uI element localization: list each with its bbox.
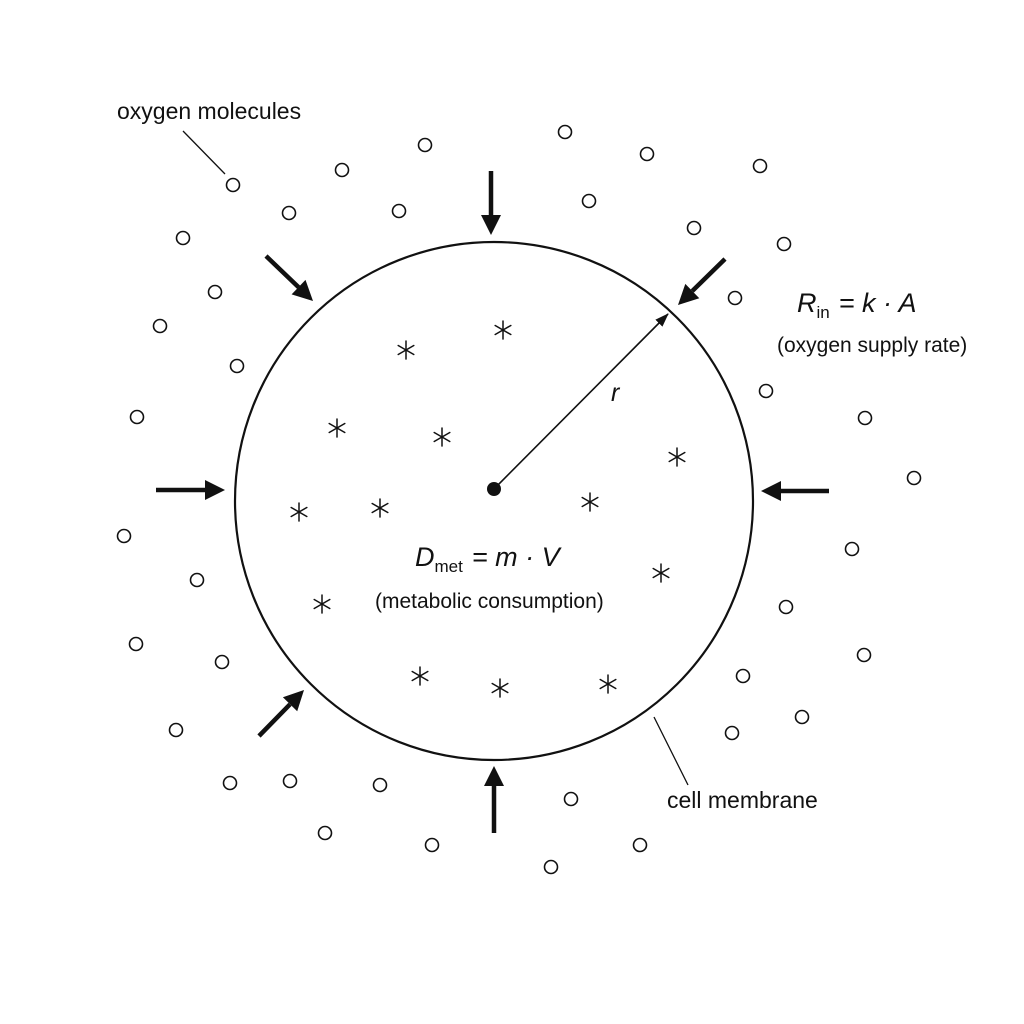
- supply-symbol: R: [797, 288, 817, 318]
- consumption-note: (metabolic consumption): [375, 590, 604, 613]
- consumption-formula: Dmet = m · V: [415, 542, 563, 576]
- oxygen-molecule-icon: [225, 177, 241, 193]
- cell-membrane-leader: [653, 716, 689, 786]
- radius-label: r: [611, 379, 621, 407]
- asterisk-icon: [599, 674, 617, 694]
- oxygen-molecule-icon: [116, 528, 132, 544]
- inward-arrow-icon: [481, 171, 501, 235]
- consumption-rhs: = m · V: [472, 542, 563, 572]
- oxygen-molecules: [116, 124, 922, 875]
- oxygen-molecule-icon: [906, 470, 922, 486]
- asterisk-icon: [433, 427, 451, 447]
- oxygen-molecule-icon: [856, 647, 872, 663]
- oxygen-molecule-icon: [281, 205, 297, 221]
- asterisk-icon: [371, 498, 389, 518]
- oxygen-molecule-icon: [563, 791, 579, 807]
- inward-arrow-icon: [156, 480, 225, 500]
- oxygen-molecule-icon: [724, 725, 740, 741]
- oxygen-molecules-label: oxygen molecules: [117, 98, 301, 124]
- oxygen-molecules-leader: [182, 130, 226, 175]
- cell-center-dot: [487, 482, 501, 496]
- oxygen-molecule-icon: [391, 203, 407, 219]
- asterisk-icon: [581, 492, 599, 512]
- consumption-symbol: D: [415, 542, 435, 572]
- oxygen-molecule-icon: [632, 837, 648, 853]
- oxygen-molecule-icon: [794, 709, 810, 725]
- oxygen-molecule-icon: [639, 146, 655, 162]
- oxygen-molecule-icon: [581, 193, 597, 209]
- oxygen-molecule-icon: [129, 409, 145, 425]
- oxygen-molecule-icon: [778, 599, 794, 615]
- oxygen-molecule-icon: [152, 318, 168, 334]
- oxygen-molecule-icon: [857, 410, 873, 426]
- asterisk-icon: [668, 447, 686, 467]
- asterisk-icon: [411, 666, 429, 686]
- oxygen-molecule-icon: [175, 230, 191, 246]
- asterisk-icon: [491, 678, 509, 698]
- supply-note: (oxygen supply rate): [777, 334, 967, 357]
- metabolites: [290, 320, 686, 698]
- oxygen-molecule-icon: [317, 825, 333, 841]
- oxygen-molecule-icon: [417, 137, 433, 153]
- supply-formula: Rin = k · A: [797, 288, 917, 322]
- consumption-subscript: met: [435, 557, 464, 576]
- inward-arrows: [156, 171, 829, 833]
- supply-rhs: = k · A: [839, 288, 917, 318]
- oxygen-molecule-icon: [214, 654, 230, 670]
- oxygen-molecule-icon: [686, 220, 702, 236]
- inward-arrow-icon: [257, 690, 304, 738]
- oxygen-molecule-icon: [168, 722, 184, 738]
- inward-arrow-icon: [484, 766, 504, 833]
- oxygen-molecule-icon: [758, 383, 774, 399]
- oxygen-molecule-icon: [776, 236, 792, 252]
- inward-arrow-icon: [761, 481, 829, 501]
- oxygen-molecule-icon: [735, 668, 751, 684]
- asterisk-icon: [290, 502, 308, 522]
- inward-arrow-icon: [264, 254, 313, 301]
- cell-membrane-label: cell membrane: [667, 787, 818, 813]
- asterisk-icon: [652, 563, 670, 583]
- oxygen-molecule-icon: [372, 777, 388, 793]
- asterisk-icon: [328, 418, 346, 438]
- oxygen-molecule-icon: [543, 859, 559, 875]
- asterisk-icon: [494, 320, 512, 340]
- inward-arrow-icon: [678, 257, 727, 305]
- oxygen-molecule-icon: [207, 284, 223, 300]
- asterisk-icon: [397, 340, 415, 360]
- oxygen-molecule-icon: [557, 124, 573, 140]
- asterisk-icon: [313, 594, 331, 614]
- oxygen-molecule-icon: [752, 158, 768, 174]
- oxygen-molecule-icon: [229, 358, 245, 374]
- oxygen-molecule-icon: [282, 773, 298, 789]
- supply-subscript: in: [817, 303, 830, 322]
- oxygen-molecule-icon: [727, 290, 743, 306]
- oxygen-molecule-icon: [424, 837, 440, 853]
- oxygen-molecule-icon: [222, 775, 238, 791]
- cell-membrane: [233, 240, 755, 762]
- oxygen-molecule-icon: [189, 572, 205, 588]
- radius-arrow: [493, 313, 669, 490]
- oxygen-molecule-icon: [128, 636, 144, 652]
- oxygen-molecule-icon: [334, 162, 350, 178]
- oxygen-molecule-icon: [844, 541, 860, 557]
